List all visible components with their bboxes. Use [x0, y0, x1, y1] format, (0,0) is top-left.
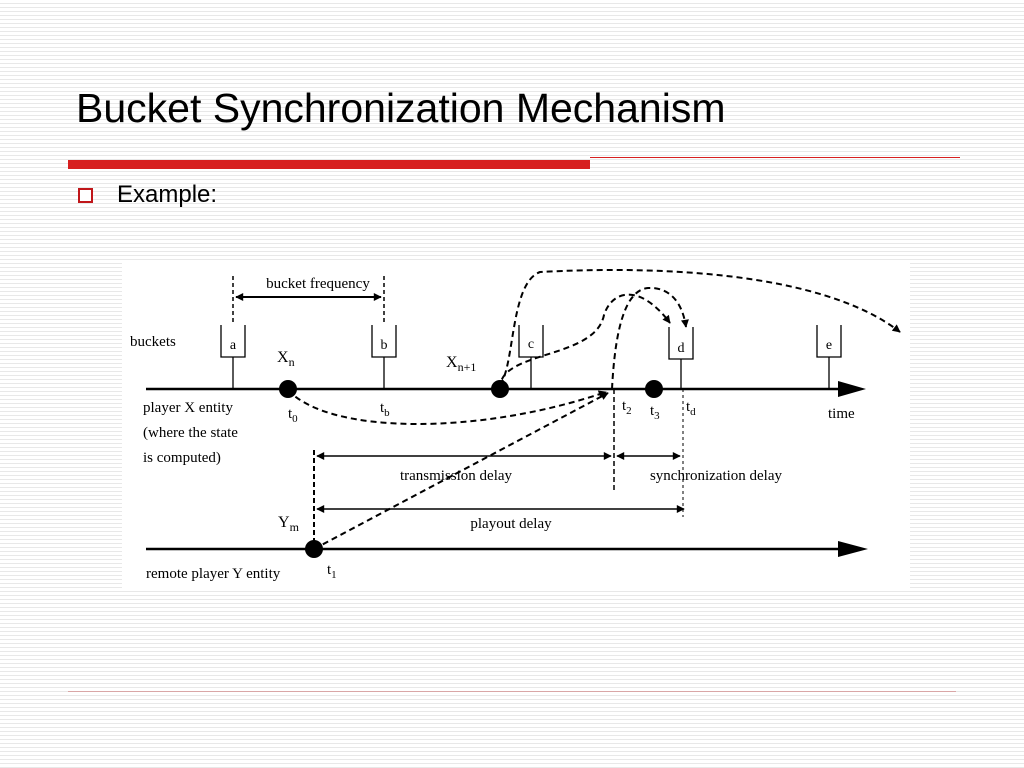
synchronization-delay-label: synchronization delay: [650, 468, 783, 484]
xn1-label: Xn+1: [446, 354, 476, 374]
t2-label: t2: [622, 398, 632, 417]
xn1-to-bucket-d-curve: [498, 293, 671, 390]
title-underline-thin: [590, 157, 960, 158]
t3-label: t3: [650, 403, 660, 422]
player-x-label-line3: is computed): [143, 450, 221, 466]
remote-player-timeline: [146, 541, 868, 557]
bucket-frequency-label: bucket frequency: [266, 276, 370, 292]
t1-label: t1: [327, 562, 337, 581]
player-x-label-line1: player X entity: [143, 400, 233, 416]
event-ym: [305, 540, 323, 558]
t2-to-bucket-d-curve: [611, 286, 689, 390]
ym-to-t2-line: [313, 392, 609, 550]
player-x-label-line2: (where the state: [143, 425, 238, 441]
tb-label: tb: [380, 400, 390, 419]
bucket-c-label: c: [528, 337, 534, 352]
playout-delay-label: playout delay: [470, 516, 552, 532]
transmission-delay-label: transmission delay: [400, 468, 513, 484]
remote-player-label: remote player Y entity: [146, 566, 281, 582]
t0-label: t0: [288, 406, 298, 425]
event-t3: [645, 380, 663, 398]
title-underline-thick: [68, 160, 590, 169]
bullet-item: Example:: [78, 181, 217, 209]
event-xn: [279, 380, 297, 398]
time-label: time: [828, 406, 855, 422]
bucket-a-label: a: [230, 338, 237, 353]
td-label: td: [686, 399, 696, 418]
xn1-to-bucket-e-curve: [499, 268, 901, 386]
bucket-d-label: d: [678, 341, 685, 356]
footer-divider: [68, 691, 956, 692]
ym-label: Ym: [278, 514, 300, 534]
event-xn1: [491, 380, 509, 398]
bucket-e-label: e: [826, 338, 832, 353]
xn-to-t2-curve: [287, 389, 607, 425]
slide-title: Bucket Synchronization Mechanism: [76, 85, 726, 131]
square-bullet-icon: [78, 187, 93, 203]
bucket-b-label: b: [381, 338, 388, 353]
buckets-label: buckets: [130, 334, 176, 350]
bullet-text: Example:: [117, 181, 218, 208]
xn-label: Xn: [277, 349, 295, 369]
